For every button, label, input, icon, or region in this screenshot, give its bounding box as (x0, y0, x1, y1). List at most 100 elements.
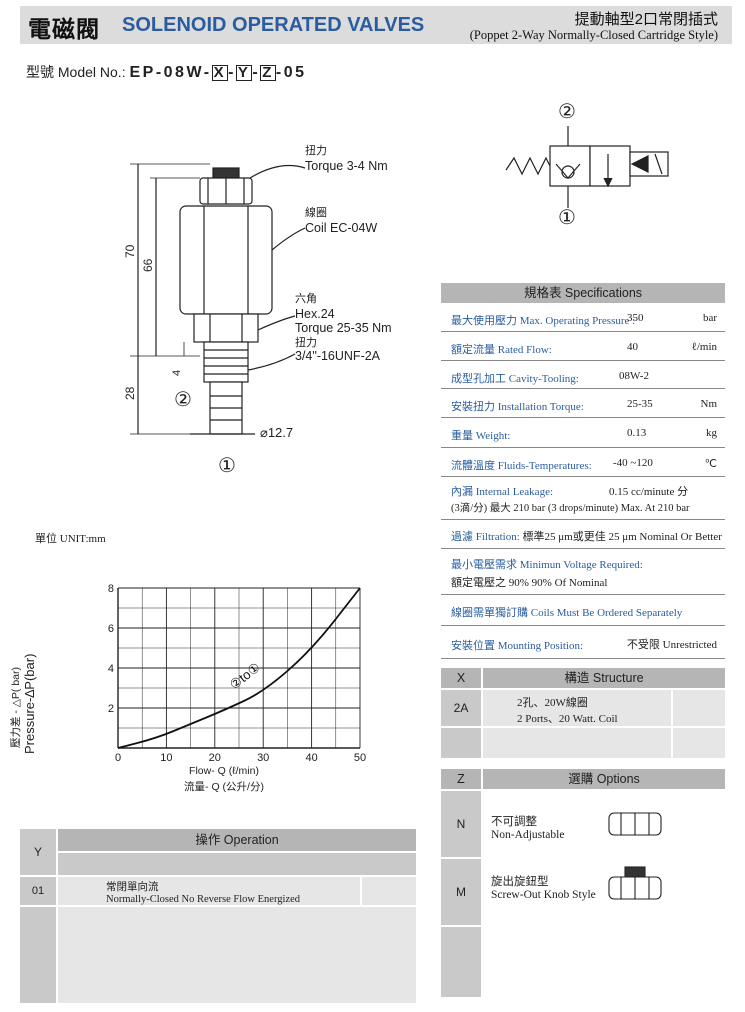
option-key-n: N (441, 791, 481, 857)
leak-label: 內漏 Internal Leakage: (451, 486, 554, 498)
dim-66: 66 (141, 258, 155, 272)
spec-value: 350 (627, 312, 644, 324)
thread-section (203, 341, 249, 383)
spec-unit: ℓ/min (691, 341, 717, 353)
structure-key-2a: 2A (441, 690, 481, 726)
spec-label: 最大使用壓力 Max. Operating Pressure : (451, 315, 636, 327)
title-en: SOLENOID OPERATED VALVES (122, 14, 425, 36)
coil-body (179, 205, 273, 315)
spec-label: 重量 Weight: (451, 430, 511, 442)
non-adjustable-cap-icon (608, 812, 662, 836)
spec-unit: bar (702, 312, 717, 324)
x-tick-label: 0 (115, 752, 121, 764)
symbol-port-1: ① (558, 207, 576, 228)
port-2-label: ② (174, 389, 192, 411)
coil-en-label: Coil EC-04W (305, 221, 377, 235)
table-row: M 旋出旋鈕型 Screw-Out Knob Style (441, 857, 725, 925)
spec-row: 最大使用壓力 Max. Operating Pressure :350 bar (441, 303, 725, 332)
table-row: N 不可調整 Non-Adjustable (441, 789, 725, 857)
options-col-key: Z (457, 772, 465, 786)
operation-desc-zh: 常閉單向流 (106, 882, 159, 893)
options-table: Z 選購 Options N 不可調整 Non-Adjustable M 旋出旋… (441, 769, 725, 997)
dim-diameter: ⌀12.7 (260, 425, 293, 440)
operation-desc-en: Normally-Closed No Reverse Flow Energize… (106, 894, 301, 905)
spec-value: 08W-2 (619, 370, 649, 382)
unit-note: 單位 UNIT:mm (35, 533, 106, 545)
spec-row-leakage: 內漏 Internal Leakage: 0.15 cc/minute 分 (3… (441, 477, 725, 520)
leak-value: 0.15 cc/minute 分 (609, 486, 689, 498)
options-header: 選購 Options (481, 769, 725, 789)
spec-value: 25-35 (627, 398, 653, 410)
hex-torque-label: Torque 25-35 Nm (295, 321, 392, 335)
spec-unit: kg (706, 427, 717, 439)
table-row: 01 常閉單向流 Normally-Closed No Reverse Flow… (20, 875, 416, 905)
y-tick-label: 2 (108, 703, 114, 715)
model-code-prefix: EP-08W- (129, 64, 212, 81)
spec-value: -40 ~120 (613, 457, 653, 469)
spec-label: 安裝扭力 Installation Torque: (451, 401, 584, 413)
model-number: 型號 Model No.: EP-08W-X-Y-Z-05 (26, 62, 307, 82)
structure-desc-zh: 2孔、20W線圈 (517, 697, 588, 709)
table-row (441, 726, 725, 758)
y-axis-label-zh: 壓力差 - △P( bar) (10, 667, 22, 748)
spec-row: 成型孔加工 Cavity-Tooling: 08W-2 (441, 361, 725, 389)
header-bar (20, 6, 732, 44)
valve-drawing: 扭力 Torque 3-4 Nm 線圈 Coil EC-04W 六角 Hex.2… (123, 143, 392, 477)
torque-zh-label: 扭力 (305, 143, 327, 157)
minv-label: 最小電壓需求 Minimun Voltage Required: (451, 559, 643, 571)
port-1-label: ① (218, 455, 236, 477)
x-axis-label-en: Flow- Q (ℓ/min) (189, 765, 259, 777)
operation-header: 操作 Operation (58, 829, 416, 851)
operation-col-key: Y (20, 829, 56, 875)
option-m-en: Screw-Out Knob Style (491, 889, 596, 901)
option-n-en: Non-Adjustable (491, 829, 565, 841)
y-tick-label: 6 (108, 623, 114, 635)
spec-row: 額定流量 Rated Flow: 40 ℓ/min (441, 332, 725, 361)
dim-28: 28 (123, 386, 137, 400)
structure-col-key: X (456, 671, 466, 685)
spec-row-mounting: 安裝位置 Mounting Position: 不受限 Unrestricted (441, 626, 725, 659)
minv-text: 額定電壓之 90% 90% Of Nominal (451, 577, 608, 589)
y-tick-label: 4 (108, 663, 114, 675)
spec-row-coil-order: 線圈需單獨訂購 Coils Must Be Ordered Separately (441, 595, 725, 626)
title-zh: 電磁閥 (28, 16, 100, 42)
spec-row: 流體溫度 Fluids-Temperatures:-40 ~120℃ (441, 448, 725, 477)
operation-table: Y 操作 Operation 01 常閉單向流 Normally-Closed … (20, 829, 416, 1003)
spec-row-filtration: 過濾 Filtration: 標準25 μm或更佳 25 μm Nominal … (441, 520, 725, 549)
structure-header: 構造 Structure (481, 668, 725, 688)
option-key-m: M (441, 859, 481, 925)
model-code-suffix: -05 (275, 64, 307, 81)
option-n-zh: 不可調整 (491, 816, 537, 828)
thread-en-label: 3/4"-16UNF-2A (295, 349, 381, 363)
spring-symbol (505, 156, 551, 176)
spec-label: 額定流量 Rated Flow: (451, 344, 552, 356)
spec-label: 流體溫度 Fluids-Temperatures: (451, 460, 592, 472)
torque-en-label: Torque 3-4 Nm (305, 159, 388, 173)
subtitle-en: (Poppet 2-Way Normally-Closed Cartridge … (469, 28, 718, 42)
mount-value: 不受限 Unrestricted (626, 639, 717, 651)
x-tick-label: 10 (160, 752, 172, 764)
spec-label: 成型孔加工 Cavity-Tooling: (451, 373, 579, 385)
x-tick-label: 40 (305, 752, 317, 764)
y-tick-label: 8 (108, 583, 114, 595)
model-z-box: Z (260, 64, 276, 81)
structure-table: X 構造 Structure 2A 2孔、20W線圈 2 Ports、20 Wa… (441, 668, 725, 758)
screw-out-knob-icon (608, 866, 662, 900)
model-dash-2: - (252, 64, 261, 81)
mount-label: 安裝位置 Mounting Position: (451, 640, 584, 652)
x-tick-label: 50 (354, 752, 366, 764)
model-x-box: X (211, 64, 229, 81)
chart-annotation: ②to① (227, 660, 263, 693)
model-y-box: Y (235, 64, 253, 81)
model-dash-1: - (228, 64, 236, 81)
y-axis-label-en: Pressure-∆P(bar) (22, 653, 37, 754)
symbol-port-2: ② (558, 101, 576, 123)
leak-detail: (3滴/分) 最大 210 bar (3 drops/minute) Max. … (451, 503, 690, 514)
option-m-zh: 旋出旋鈕型 (491, 876, 549, 888)
spec-value: 40 (627, 341, 638, 353)
series-line-2to1 (117, 587, 361, 749)
x-tick-label: 20 (209, 752, 221, 764)
